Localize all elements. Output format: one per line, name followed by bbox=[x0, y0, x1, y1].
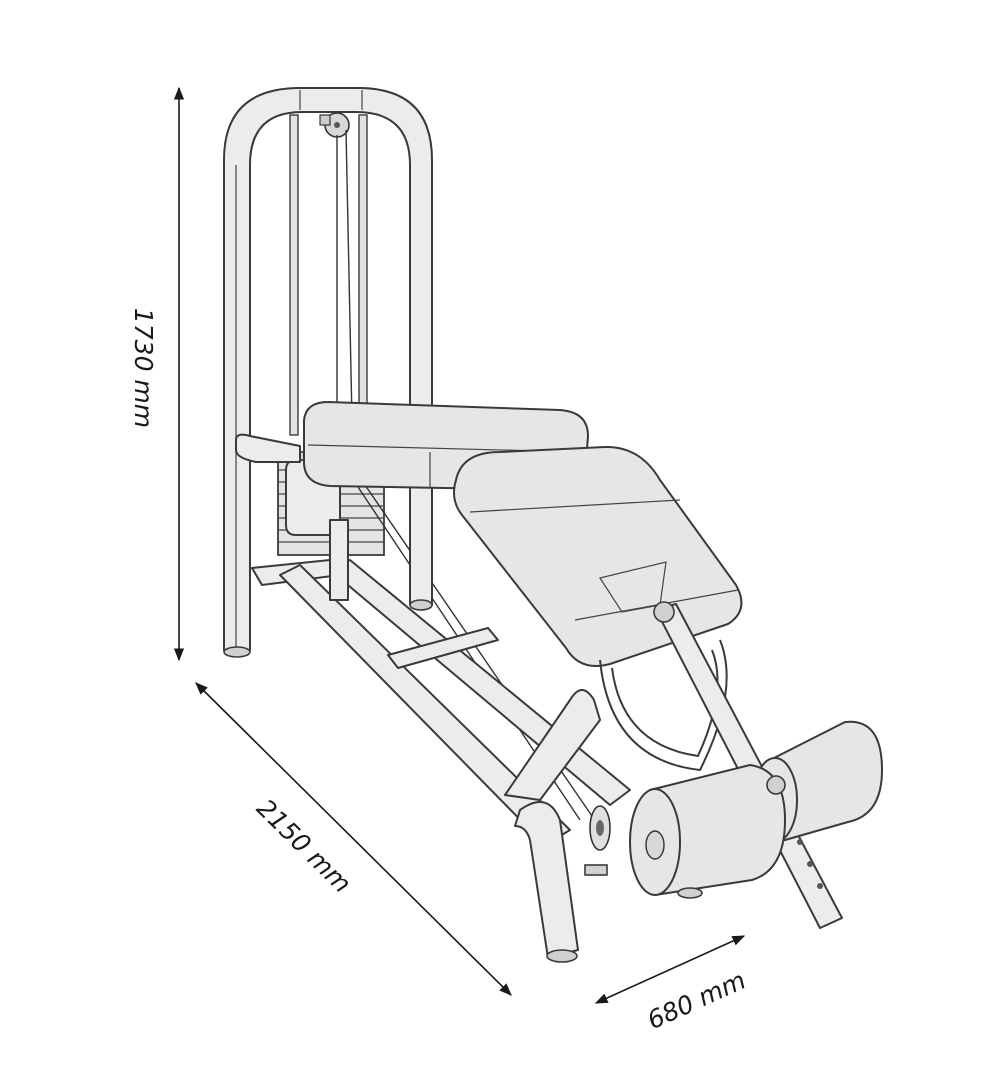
chest-pad bbox=[453, 445, 743, 667]
side-handle bbox=[235, 433, 301, 463]
width-label: 680 mm bbox=[643, 965, 750, 1035]
height-dimension: 1730 mm bbox=[129, 86, 185, 662]
height-label: 1730 mm bbox=[129, 308, 158, 428]
leg-rollers bbox=[629, 720, 883, 899]
width-dimension: 680 mm bbox=[594, 935, 750, 1035]
length-label: 2150 mm bbox=[251, 793, 357, 898]
upright-frame bbox=[223, 87, 433, 658]
base-frame bbox=[251, 484, 631, 963]
lower-pulley bbox=[584, 805, 611, 876]
